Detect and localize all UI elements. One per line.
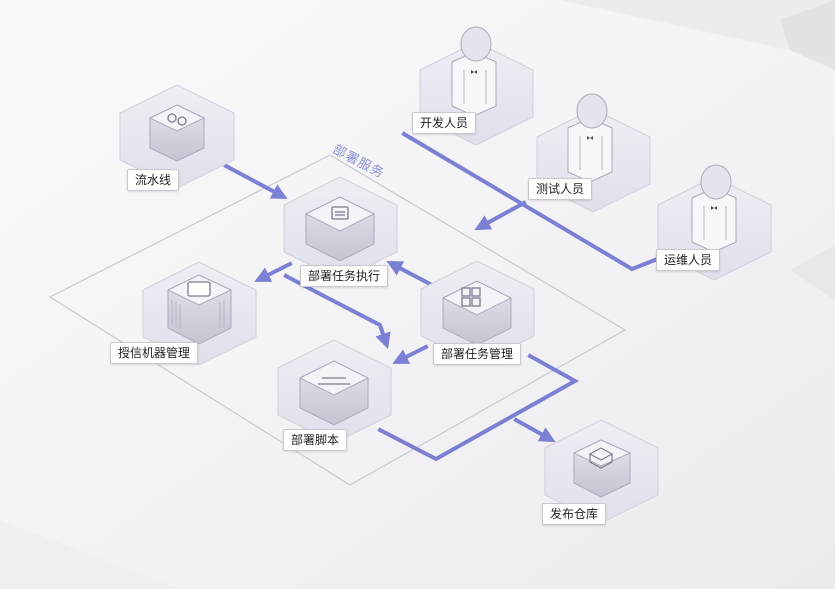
person-icon: [451, 26, 497, 117]
label-script[interactable]: 部署脚本: [283, 429, 348, 451]
node-task-mgmt[interactable]: [420, 260, 535, 365]
deploy-service-region: [48, 154, 627, 486]
node-script[interactable]: [277, 339, 392, 444]
box-top: [148, 104, 206, 132]
connector-script-to-mgmt: [377, 353, 580, 462]
background-facet: [0, 520, 180, 589]
connector-dev-to-ops: [401, 131, 663, 272]
person-icon: [691, 164, 737, 253]
connector-to-repo: [513, 417, 556, 443]
label-repo[interactable]: 发布仓库: [542, 503, 607, 525]
connector-exec-to-machine: [254, 261, 293, 282]
person-icon: [567, 93, 613, 183]
background-facet: [560, 0, 835, 60]
box-top: [572, 439, 632, 467]
server-fins-icon: [171, 300, 225, 329]
grid-icon: [461, 287, 481, 307]
label-ops[interactable]: 运维人员: [656, 249, 721, 271]
server-icon: [187, 281, 211, 297]
package-icon: [588, 447, 614, 469]
connector-mgmt-to-exec: [386, 261, 433, 287]
connector-pipeline-to-exec: [223, 163, 288, 200]
pipeline-icon: [167, 113, 187, 126]
label-machine-mgmt[interactable]: 授信机器管理: [110, 342, 199, 364]
label-deploy-exec[interactable]: 部署任务执行: [300, 265, 389, 287]
script-icon: [318, 377, 350, 385]
node-repo[interactable]: [544, 419, 659, 524]
background-facet: [790, 245, 835, 300]
node-pipeline[interactable]: [119, 84, 235, 189]
label-tester[interactable]: 测试人员: [528, 178, 593, 200]
task-execution-icon: [331, 206, 349, 220]
background-facet: [780, 0, 835, 70]
connector-mgmt-to-script: [392, 344, 429, 364]
node-machine-mgmt[interactable]: [142, 261, 257, 366]
box-top: [304, 196, 376, 232]
label-developer[interactable]: 开发人员: [412, 112, 477, 134]
node-deploy-exec[interactable]: [283, 176, 398, 281]
label-task-mgmt[interactable]: 部署任务管理: [433, 343, 522, 365]
label-pipeline[interactable]: 流水线: [127, 169, 180, 191]
connector-tester-to-exec: [474, 200, 527, 231]
